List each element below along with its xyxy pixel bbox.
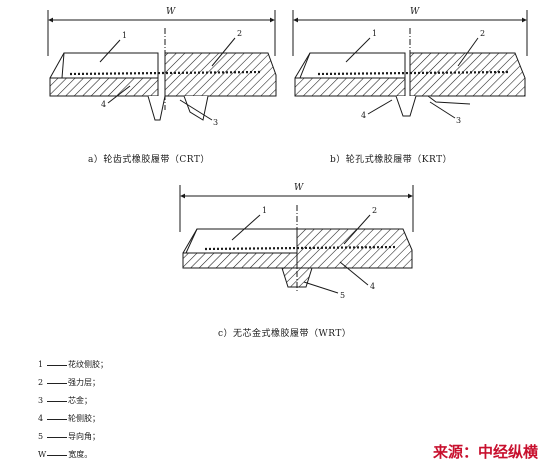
legend-text: 宽度。	[68, 450, 93, 459]
figure-c-callout-4: 4	[370, 282, 376, 291]
figure-a-leader-1	[99, 39, 121, 63]
figure-c-callout-5: 5	[340, 291, 346, 300]
legend-item-3: 3 芯金；	[38, 395, 92, 406]
legend-item-2: 2 强力层；	[38, 377, 100, 388]
source-credit: 来源：中经纵横	[433, 443, 539, 461]
legend-text: 导向角；	[68, 432, 100, 441]
figure-b-callout-4: 4	[361, 111, 367, 120]
figure-a-right-half	[164, 52, 277, 97]
figure-b-wheel-side-rubber	[294, 77, 406, 97]
figure-a-wheel-side-rubber	[49, 77, 159, 97]
legend-text: 花纹侧胶；	[68, 360, 108, 369]
figure-c-callout-1: 1	[262, 206, 268, 215]
figure-b-krt	[292, 10, 528, 119]
figure-c-wrt	[179, 185, 414, 294]
figure-a-leader-4	[107, 85, 131, 104]
legend-text: 轮侧胶；	[68, 414, 100, 423]
legend-text: 芯金；	[68, 396, 92, 405]
legend-item-w: W 宽度。	[38, 449, 92, 460]
legend-key: 2	[38, 378, 44, 387]
figure-c-leader-4	[339, 261, 369, 286]
figure-b-caption: b）轮孔式橡胶履带（KRT）	[330, 155, 453, 165]
figure-c-caption: c）无芯金式橡胶履带（WRT）	[218, 329, 352, 339]
figure-a-callout-3: 3	[213, 118, 219, 127]
legend-key: 3	[38, 396, 44, 405]
figure-b-leader-2	[457, 37, 479, 67]
figure-b-core-metal	[395, 95, 471, 117]
legend-key: 1	[38, 360, 44, 369]
legend-item-5: 5 导向角；	[38, 431, 100, 442]
figure-a-callout-1: 1	[122, 31, 128, 40]
figure-a-callout-4: 4	[101, 100, 107, 109]
figure-c-guide-horn	[281, 267, 313, 288]
figure-a-width-label: W	[166, 7, 176, 17]
figure-b-leader-1	[345, 37, 371, 63]
figure-c-width-label: W	[294, 183, 304, 193]
legend-key: 5	[38, 432, 44, 441]
figure-c-leader-5	[303, 281, 339, 294]
figure-b-right-half	[409, 52, 526, 97]
figure-a-callout-2: 2	[237, 29, 243, 38]
figure-c-strength-layer	[204, 245, 398, 251]
legend-key: 4	[38, 414, 44, 423]
figure-c-leader-1	[231, 214, 261, 241]
figure-a-caption: a）轮齿式橡胶履带（CRT）	[88, 155, 210, 165]
figure-c-wheel-side-rubber	[182, 252, 298, 269]
figure-c-left-profile	[182, 228, 298, 269]
figure-b-leader-4	[367, 99, 393, 115]
legend-item-4: 4 轮侧胶；	[38, 413, 100, 424]
figure-b-tread-rubber	[299, 52, 406, 79]
figure-a-left-profile	[49, 52, 159, 97]
figure-b-callout-3: 3	[456, 116, 462, 125]
figure-a-crt	[47, 10, 277, 121]
legend-text: 强力层；	[68, 378, 100, 387]
figure-b-width-label: W	[410, 7, 420, 17]
legend-key: W	[38, 450, 47, 459]
figure-b-left-profile	[294, 52, 406, 97]
figure-a-leader-2	[211, 37, 236, 67]
figure-a-leader-3	[179, 99, 213, 121]
figure-c-leader-2	[343, 214, 371, 245]
figure-b-callout-2: 2	[480, 29, 486, 38]
legend-item-1: 1 花纹侧胶；	[38, 359, 108, 370]
figure-b-callout-1: 1	[372, 29, 378, 38]
figure-c-callout-2: 2	[372, 206, 378, 215]
figure-b-leader-3	[429, 101, 456, 119]
figure-a-core-metal	[147, 95, 209, 121]
